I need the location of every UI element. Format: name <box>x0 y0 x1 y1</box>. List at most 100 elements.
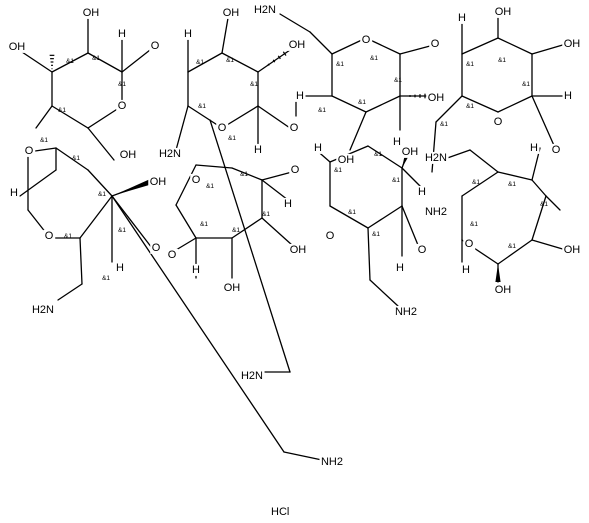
bond-27 <box>221 52 259 73</box>
ring-oxygen-h: O <box>465 238 474 250</box>
stereo-label: &1 <box>392 177 400 184</box>
bond-57 <box>309 31 333 55</box>
stereo-label: &1 <box>196 59 204 66</box>
bond-88 <box>531 95 557 151</box>
stereo-label: &1 <box>508 243 516 250</box>
stereo-label: &1 <box>64 233 72 240</box>
glycosidic-oxygen-e: O <box>431 38 440 50</box>
wedge-bond-1 <box>112 179 151 196</box>
ring-oxygen-b: O <box>45 230 54 242</box>
bond-25 <box>111 195 153 249</box>
bond-93 <box>531 179 547 197</box>
stereo-label: &1 <box>206 183 214 190</box>
hashed-bond-3 <box>404 93 426 99</box>
bond-91 <box>461 171 499 197</box>
bond-55 <box>331 95 367 113</box>
stereo-label: &1 <box>66 58 74 65</box>
bond-82 <box>461 95 499 113</box>
bond-1 <box>87 52 123 73</box>
stereo-label: &1 <box>540 201 548 208</box>
stereo-label: &1 <box>372 231 380 238</box>
bond-58 <box>279 13 311 33</box>
hydrogen-h1: H <box>530 142 538 154</box>
stereo-label: &1 <box>508 181 516 188</box>
hydrogen-a1: H <box>118 28 126 40</box>
amine-h: NH2 <box>425 206 447 218</box>
hashed-bond-2 <box>262 51 287 70</box>
bond-66 <box>367 145 403 169</box>
hydroxyl-d2: OH <box>224 282 241 294</box>
stereo-label: &1 <box>472 179 480 186</box>
hydrogen-c4: H <box>254 144 262 156</box>
hcl-salt-label: HCl <box>271 506 289 518</box>
bond-99 <box>531 239 567 251</box>
hydroxyl-b3: OH <box>150 176 167 188</box>
stereo-label: &1 <box>200 221 208 228</box>
stereo-label: &1 <box>440 121 448 128</box>
stereo-label: &1 <box>334 167 342 174</box>
glycosidic-oxygen-g: O <box>552 144 561 156</box>
stereo-label: &1 <box>228 135 236 142</box>
amine-f: NH2 <box>395 306 417 318</box>
hydroxyl-d3: OH <box>290 244 307 256</box>
stereo-descriptors: &1&1&1&1&1&1&1&1&1&1&1&1&1&1&1&1&1&1&1&1… <box>40 55 548 282</box>
bond-107 <box>111 195 285 453</box>
stereo-label: &1 <box>118 227 126 234</box>
ring-oxygen-g: O <box>494 116 503 128</box>
amine-long-2: NH2 <box>321 456 343 468</box>
hydroxyl-c2: OH <box>223 7 240 19</box>
stereo-label: &1 <box>92 55 100 62</box>
bond-0 <box>51 52 89 73</box>
stereo-label: &1 <box>358 99 366 106</box>
bond-41 <box>231 217 263 239</box>
hydroxyl-e2: OH <box>428 92 445 104</box>
stereo-label: &1 <box>262 211 270 218</box>
bond-21 <box>79 237 83 285</box>
hydrogen-f3: H <box>396 262 404 274</box>
hydrogen-f4: H <box>418 186 426 198</box>
bond-68 <box>367 205 403 229</box>
bond-network <box>19 11 569 461</box>
ring-oxygen-f: O <box>326 230 335 242</box>
hydrogen-f1: H <box>314 142 322 154</box>
stereo-label: &1 <box>58 107 66 114</box>
glycosidic-oxygen-a: O <box>151 40 160 52</box>
bond-38 <box>195 164 233 169</box>
hydrogen-e5: H <box>296 90 304 102</box>
bond-81 <box>497 95 533 113</box>
amine-c: H2N <box>159 148 181 160</box>
stereo-label: &1 <box>40 137 48 144</box>
hydroxyl-f2: OH <box>402 146 419 158</box>
bond-89 <box>435 95 463 123</box>
bond-59 <box>399 45 431 55</box>
glycosidic-oxygen-d2: O <box>168 249 177 261</box>
bond-9 <box>121 49 151 73</box>
bond-92 <box>497 171 533 181</box>
hydroxyl-a6: OH <box>120 149 137 161</box>
hydroxyl-a3: OH <box>9 41 26 53</box>
hydroxyl-h2: OH <box>495 284 512 296</box>
bond-78 <box>461 37 499 55</box>
hydroxyl-h3: OH <box>564 244 581 256</box>
bond-73 <box>401 167 423 189</box>
bond-69 <box>329 205 369 229</box>
amine-long-1: H2N <box>241 370 263 382</box>
bond-105 <box>209 119 291 373</box>
bond-35 <box>257 105 291 129</box>
stereo-label: &1 <box>498 57 506 64</box>
bond-32 <box>221 17 229 54</box>
bond-98 <box>545 195 561 211</box>
stereo-label: &1 <box>98 191 106 198</box>
bond-44 <box>175 164 197 206</box>
stereo-label: &1 <box>226 57 234 64</box>
hydroxyl-a2: OH <box>83 7 100 19</box>
hydrogen-g1: H <box>564 90 572 102</box>
hydrogen-h4: H <box>462 264 470 276</box>
glycosidic-oxygen-f: O <box>418 244 427 256</box>
bond-75 <box>369 279 399 307</box>
stereo-label: &1 <box>118 81 126 88</box>
hydroxyl-e3: OH <box>338 154 355 166</box>
bond-79 <box>497 37 533 55</box>
glycosidic-oxygen-b2: O <box>152 242 161 254</box>
